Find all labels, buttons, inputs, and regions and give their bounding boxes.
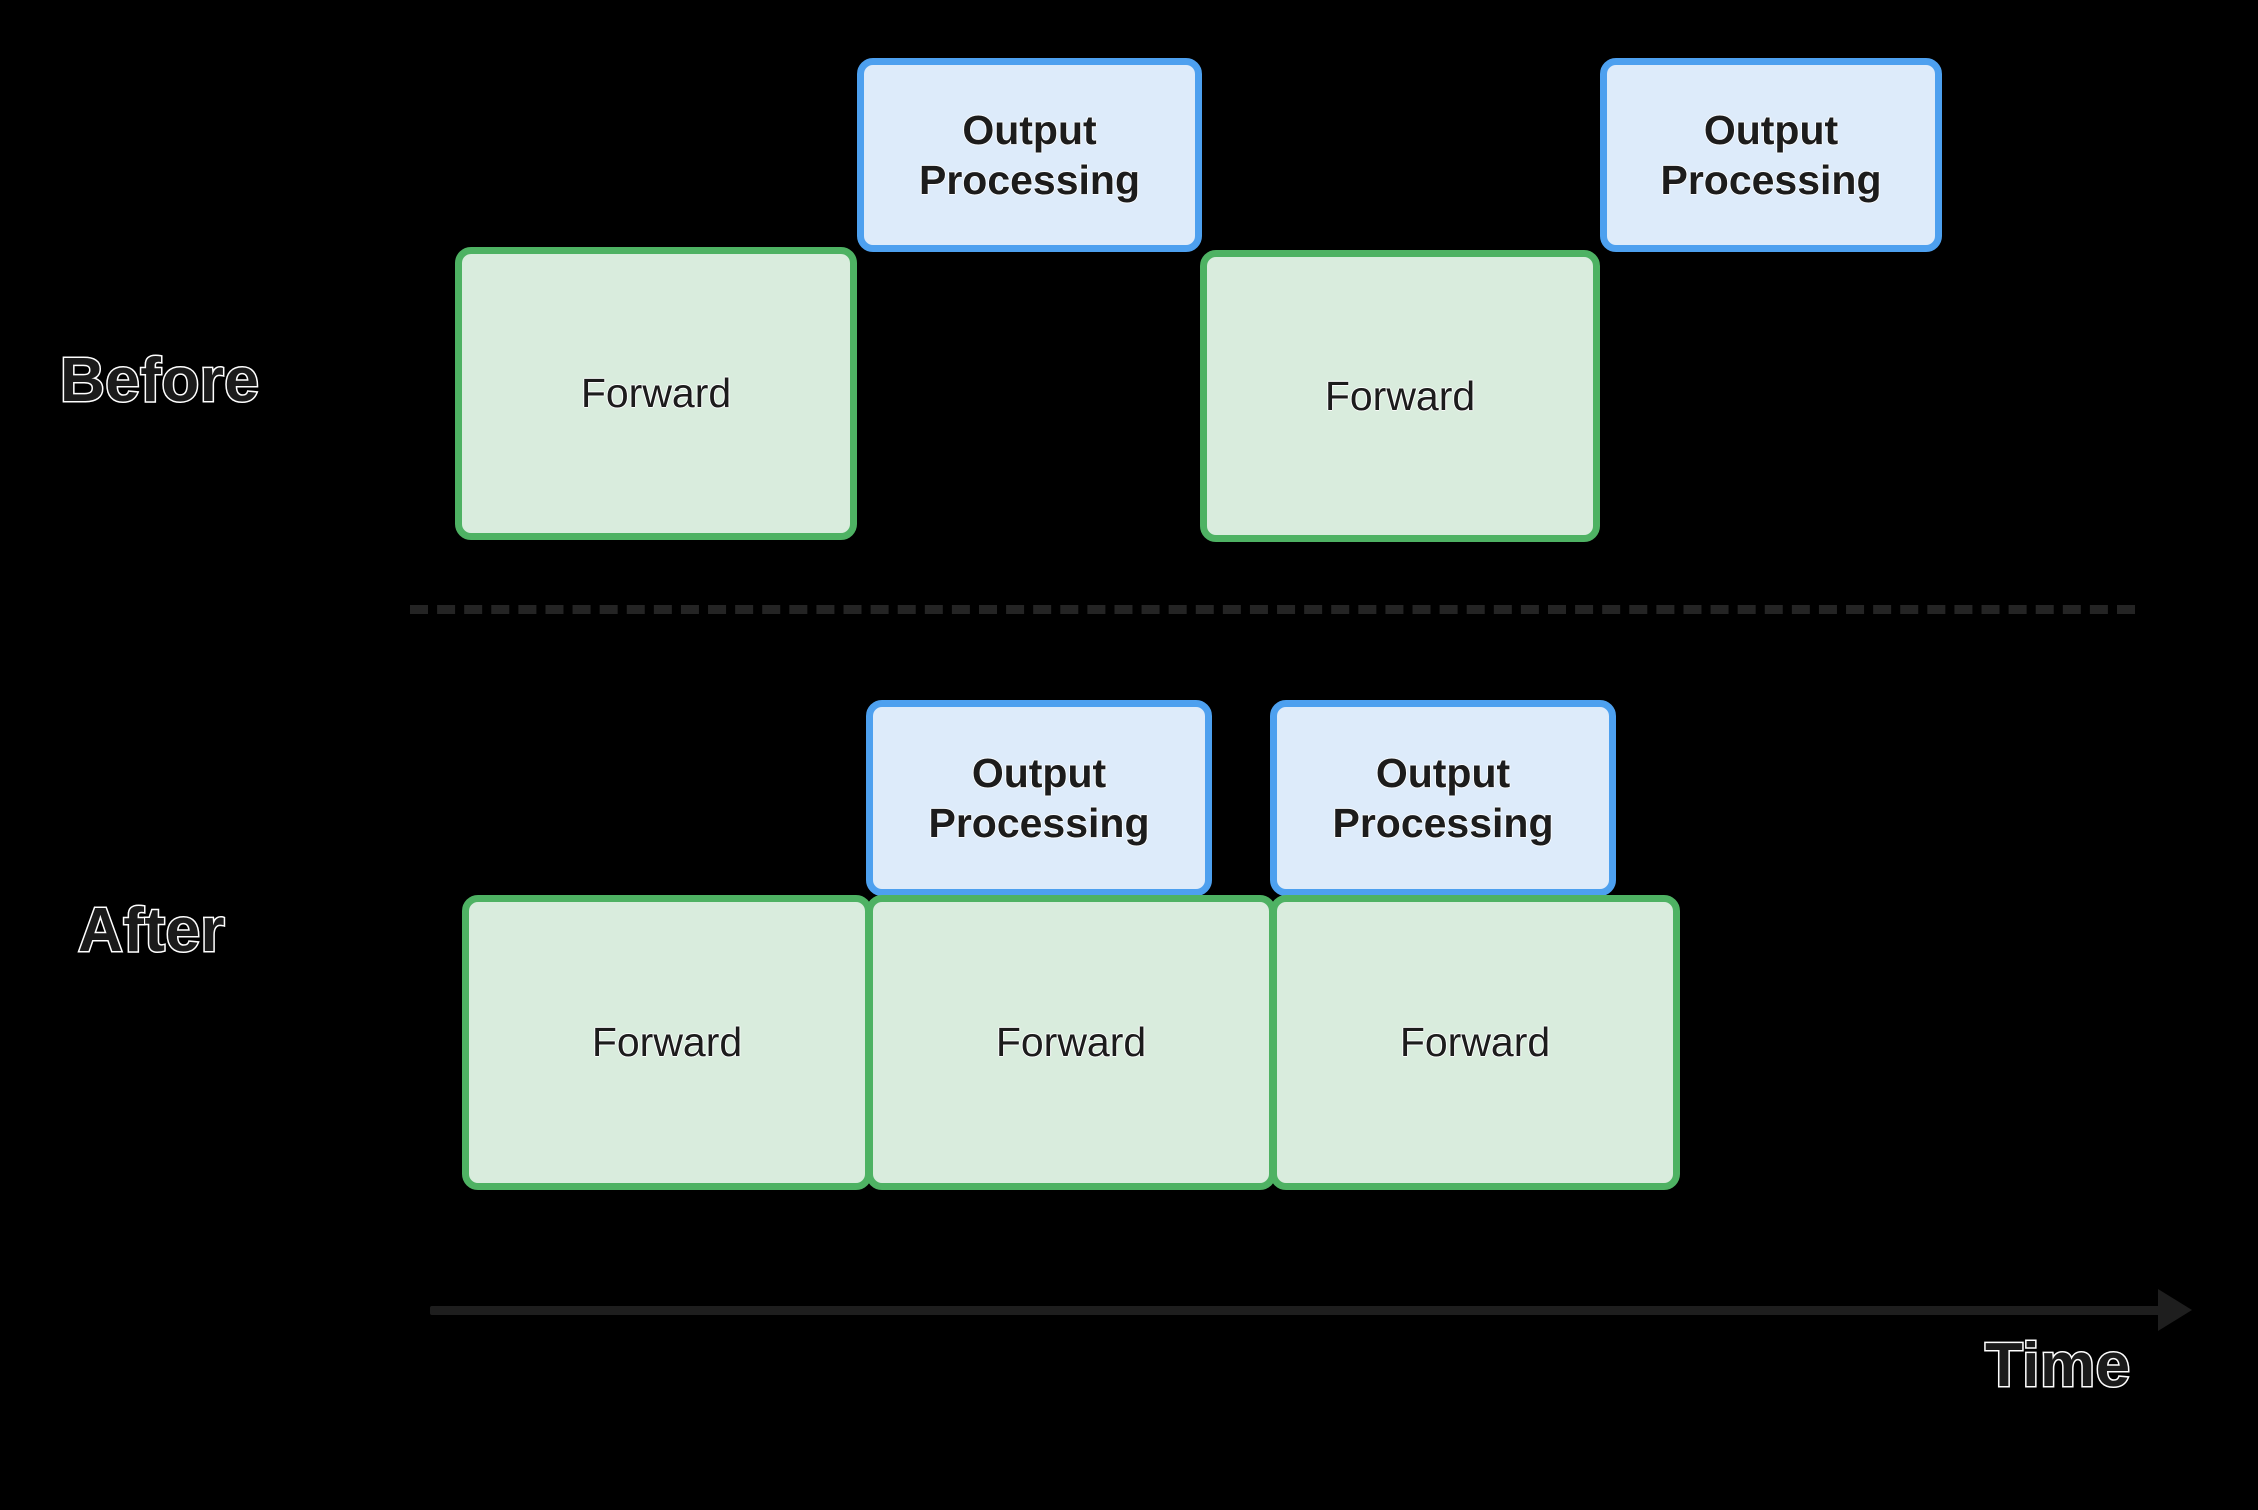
after-forward-block-3: Forward: [1270, 895, 1680, 1190]
block-label: Output Processing: [928, 749, 1150, 846]
block-label: Forward: [580, 370, 732, 417]
after-output-processing-block-2: Output Processing: [1270, 700, 1616, 896]
after-output-processing-block-1: Output Processing: [866, 700, 1212, 896]
time-axis-arrow-icon: [2158, 1289, 2192, 1331]
section-divider: [410, 605, 2135, 614]
block-label: Forward: [995, 1019, 1147, 1066]
block-label: Forward: [1399, 1019, 1551, 1066]
before-forward-block-2: Forward: [1200, 250, 1600, 542]
block-label: Output Processing: [1660, 106, 1882, 203]
row-label-after: After: [76, 895, 226, 967]
time-axis-label: Time: [1984, 1330, 2132, 1402]
row-label-before: Before: [58, 345, 260, 417]
before-forward-block-1: Forward: [455, 247, 857, 540]
after-forward-block-2: Forward: [866, 895, 1276, 1190]
before-output-processing-block-1: Output Processing: [857, 58, 1202, 252]
block-label: Forward: [591, 1019, 743, 1066]
time-axis-line: [430, 1306, 2170, 1315]
block-label: Output Processing: [1332, 749, 1554, 846]
block-label: Output Processing: [918, 106, 1141, 203]
block-label: Forward: [1324, 372, 1476, 419]
before-output-processing-block-2: Output Processing: [1600, 58, 1942, 252]
after-forward-block-1: Forward: [462, 895, 872, 1190]
